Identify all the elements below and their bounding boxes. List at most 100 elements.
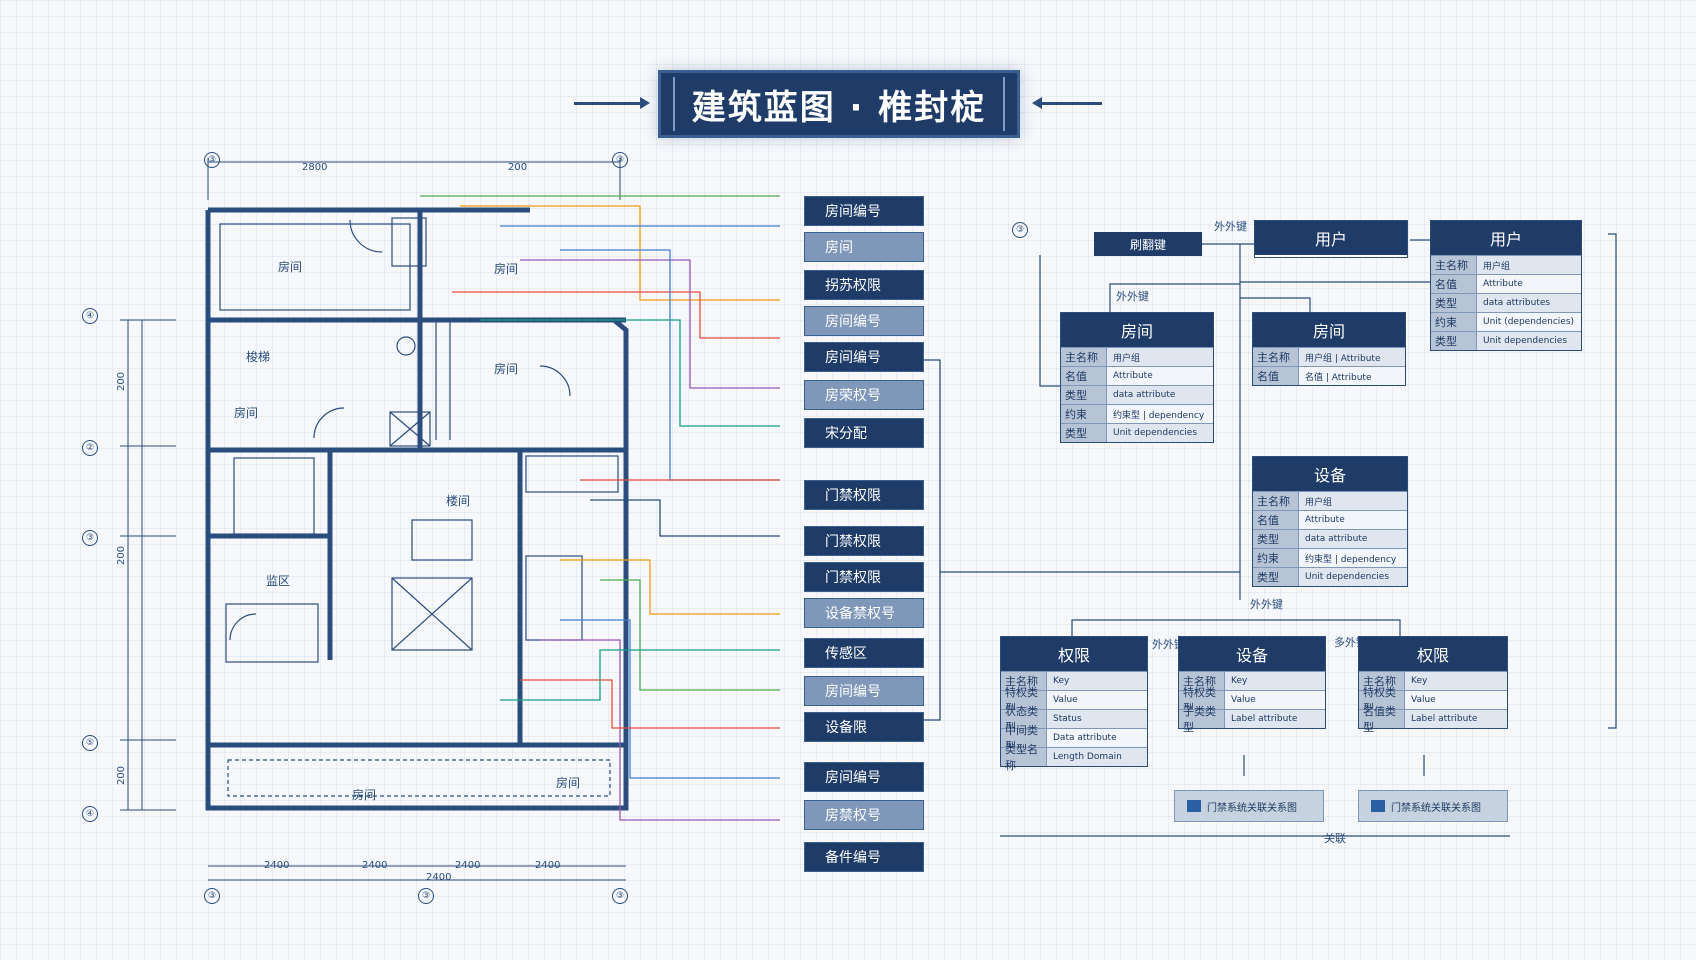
entity-title: 用户 xyxy=(1255,221,1407,255)
entity-value: Attribute xyxy=(1299,511,1407,529)
entity-value: Key xyxy=(1225,672,1325,690)
field-label: 房间编号 xyxy=(804,306,924,336)
footer-panel: 门禁系统关联关系图 xyxy=(1174,790,1324,822)
entity-title: 权限 xyxy=(1359,637,1507,671)
plan-room: 监区 xyxy=(266,574,291,588)
entity-row: 主名称用户组 xyxy=(1061,347,1213,366)
entity-title: 用户 xyxy=(1431,221,1581,255)
entity-key: 特权类型 xyxy=(1359,686,1405,715)
entity-row: 主名称用户组 xyxy=(1253,491,1407,510)
plan-room: 楼间 xyxy=(446,494,471,508)
entity-row: 约束约束型 | dependency xyxy=(1253,548,1407,567)
bottom-note: 关联 xyxy=(1324,832,1346,845)
plan-room: 房间 xyxy=(234,406,259,420)
dim-label: 200 xyxy=(116,371,128,392)
field-label: 门禁权限 xyxy=(804,526,924,556)
plan-room: 梭梯 xyxy=(246,350,271,364)
axis-marker: ④ xyxy=(82,308,98,324)
entity-value: Key xyxy=(1405,672,1507,690)
entity-value: 用户组 xyxy=(1299,492,1407,510)
axis-marker: ③ xyxy=(612,888,628,904)
entity-key: 名值 xyxy=(1253,511,1299,529)
entity-key: 名值 xyxy=(1253,367,1299,385)
diagram-icon xyxy=(1371,800,1385,812)
axis-marker: ③ xyxy=(204,152,220,168)
entity-key: 约束 xyxy=(1431,313,1477,331)
entity-key: 主名称 xyxy=(1179,672,1225,690)
entity-key: 子类类型 xyxy=(1179,705,1225,734)
entity-value: Unit dependencies xyxy=(1477,332,1581,350)
axis-marker: ⑤ xyxy=(82,735,98,751)
entity-value: Value xyxy=(1047,691,1147,709)
entity-value: Length Domain xyxy=(1047,748,1147,766)
entity-value: Attribute xyxy=(1477,275,1581,293)
axis-marker: ③ xyxy=(204,888,220,904)
page-title: 建筑蓝图 · 椎封椗 xyxy=(691,87,987,128)
field-label: 房间编号 xyxy=(804,342,924,372)
diagram-icon xyxy=(1187,800,1201,812)
entity-key: 类型 xyxy=(1253,568,1299,586)
field-label: 房禁权号 xyxy=(804,800,924,830)
dim-label: 2400 xyxy=(264,860,290,871)
entity-key: 中间类型 xyxy=(1001,724,1047,753)
entity-key: 特权类型 xyxy=(1179,686,1225,715)
entity-key: 约束 xyxy=(1253,549,1299,567)
er-note: 外外键 xyxy=(1116,290,1149,303)
entity-value: Value xyxy=(1405,691,1507,709)
entity-key: 类型名称 xyxy=(1001,743,1047,772)
entity-key: 名值 xyxy=(1431,275,1477,293)
entity-key: 约束 xyxy=(1061,405,1107,423)
entity-title: 权限 xyxy=(1001,637,1147,671)
axis-marker: ④ xyxy=(82,806,98,822)
entity-value: 约束型 | dependency xyxy=(1107,405,1213,423)
dim-label: 200 xyxy=(116,765,128,786)
entity-key: 主名称 xyxy=(1253,492,1299,510)
field-label: 房间编号 xyxy=(804,676,924,706)
entity-value: Unit dependencies xyxy=(1299,568,1407,586)
field-label: 设备限 xyxy=(804,712,924,742)
er-note: 外外键 xyxy=(1250,598,1283,611)
entity-title: 房间 xyxy=(1061,313,1213,347)
entity-title: 设备 xyxy=(1253,457,1407,491)
entity-key: 主名称 xyxy=(1253,348,1299,366)
footer-panel: 门禁系统关联关系图 xyxy=(1358,790,1508,822)
axis-marker: ② xyxy=(82,440,98,456)
plan-room: 房间 xyxy=(556,776,581,790)
entity-key: 类型 xyxy=(1253,530,1299,548)
entity-value: Label attribute xyxy=(1405,710,1507,728)
entity-key: 主名称 xyxy=(1359,672,1405,690)
entity-value: Key xyxy=(1047,672,1147,690)
entity-value: Attribute xyxy=(1107,367,1213,385)
er-entity-user: 用户 xyxy=(1254,220,1408,258)
entity-title: 房间 xyxy=(1253,313,1405,347)
entity-value: Status xyxy=(1047,710,1147,728)
dim-label: 2400 xyxy=(455,860,481,871)
dim-label: 2800 xyxy=(302,162,328,173)
entity-key: 特权类型 xyxy=(1001,686,1047,715)
entity-value: Unit (dependencies) xyxy=(1477,313,1581,331)
er-axis-marker: ③ xyxy=(1012,222,1028,238)
er-note: 外外键 xyxy=(1214,220,1247,233)
entity-value: data attribute xyxy=(1107,386,1213,404)
entity-value: 用户组 | Attribute xyxy=(1299,348,1405,366)
